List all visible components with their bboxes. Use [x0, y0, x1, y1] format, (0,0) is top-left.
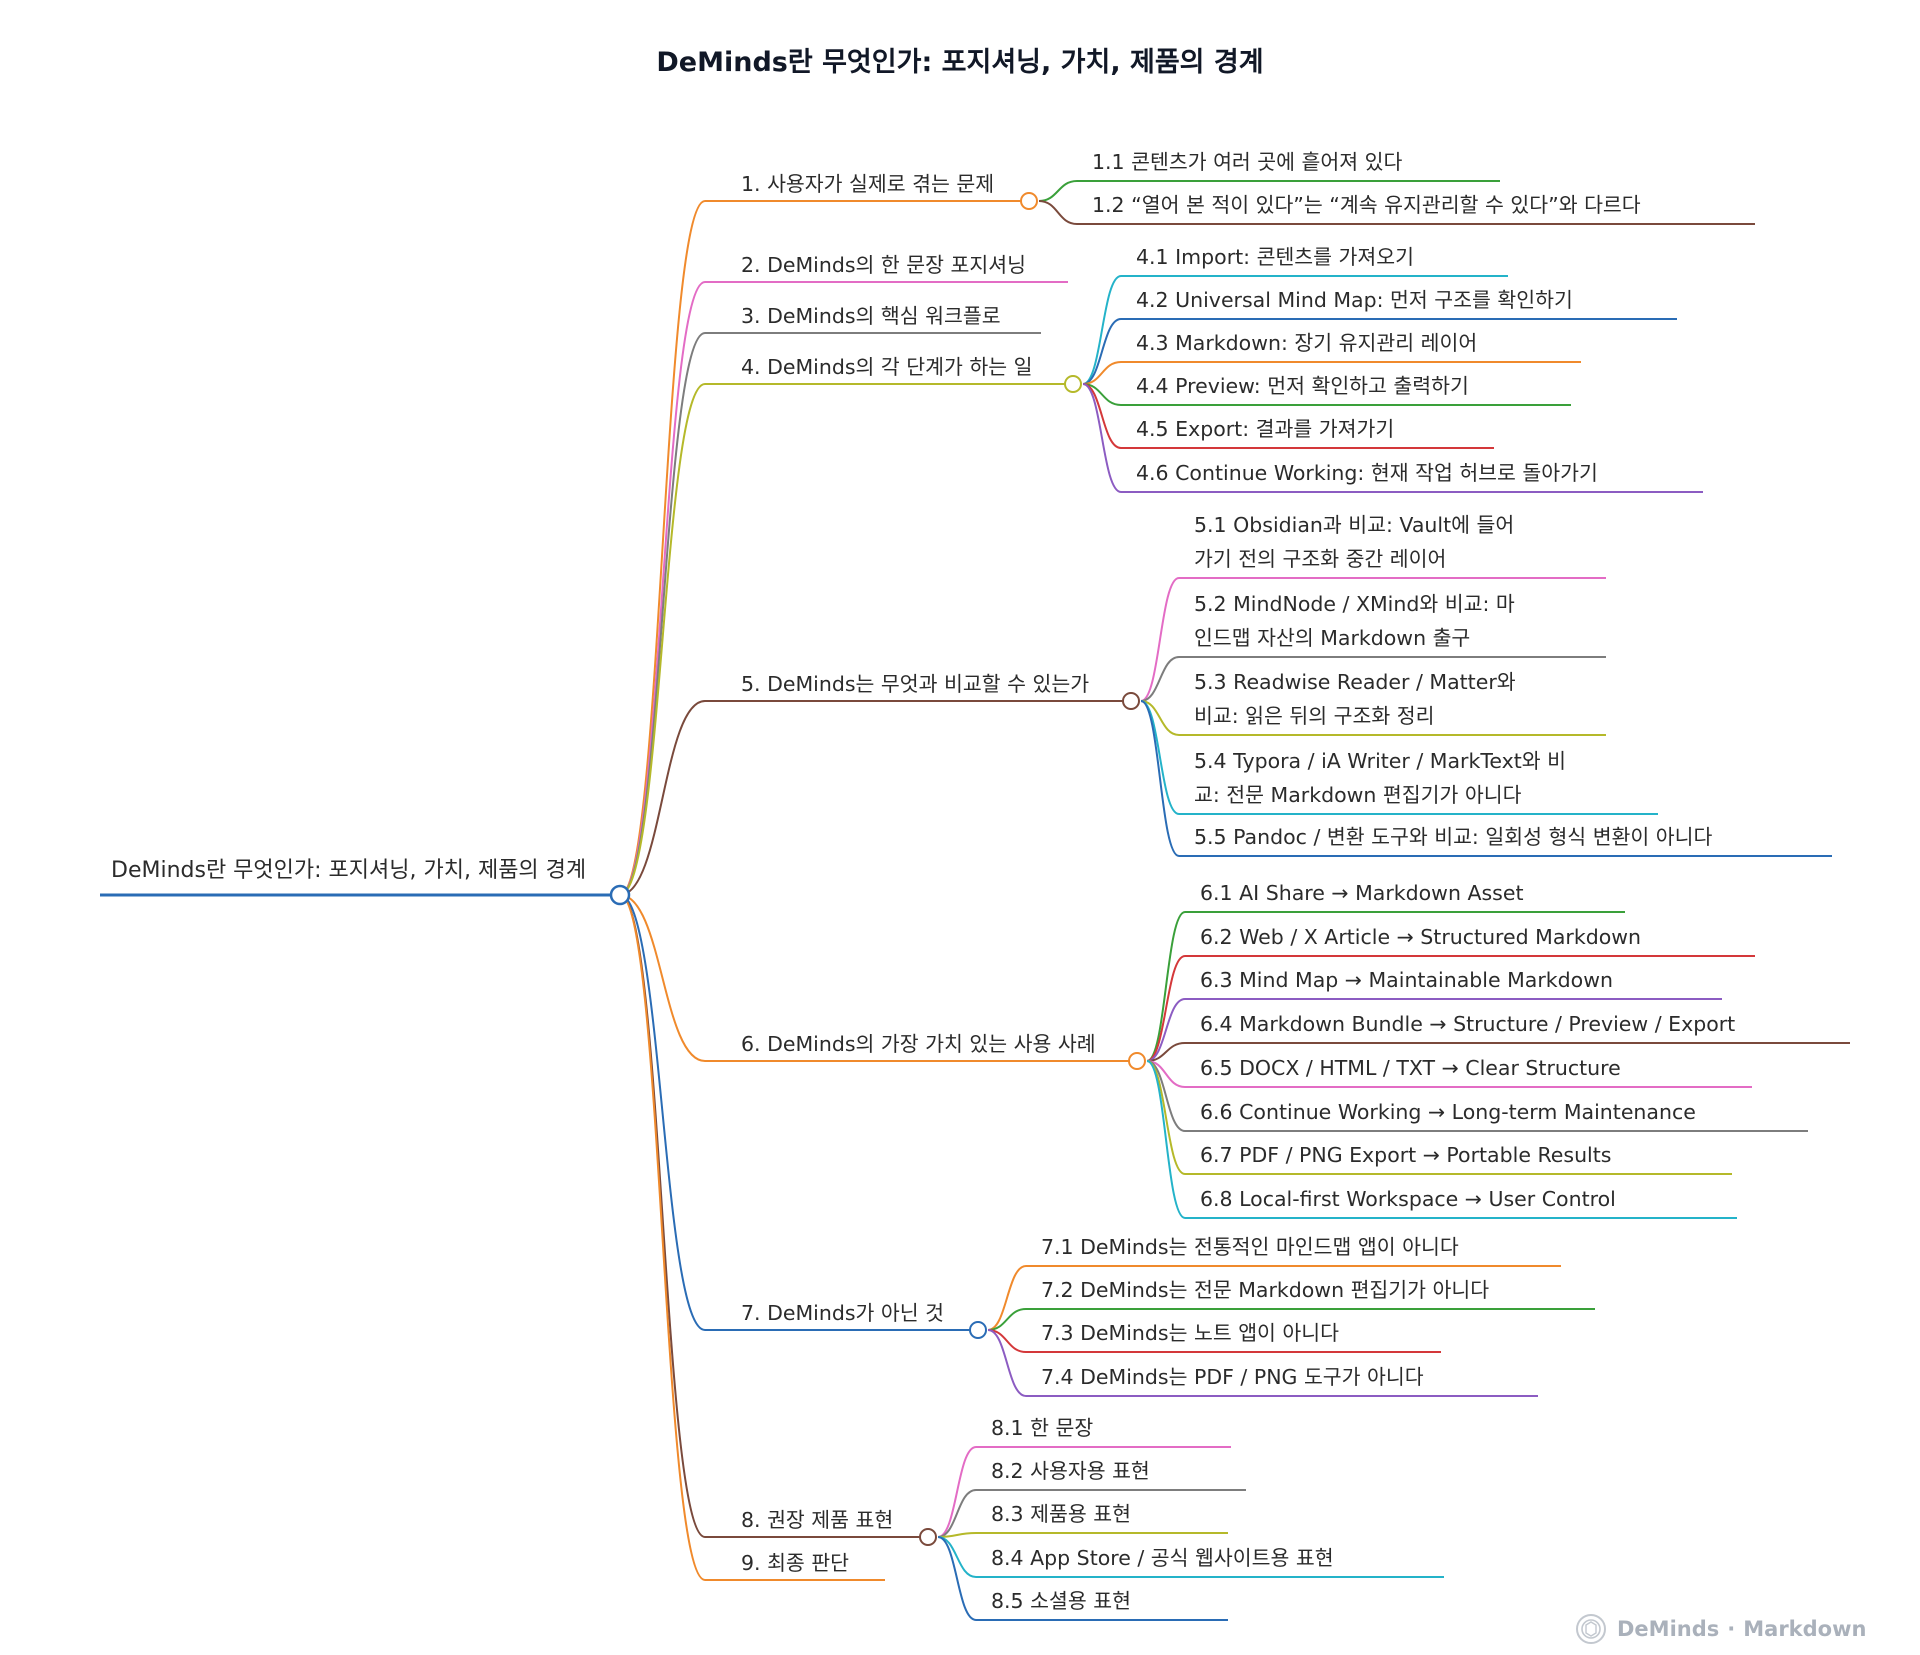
branch-topic: 2. DeMinds의 한 문장 포지셔닝 [741, 253, 1026, 277]
watermark-separator: · [1727, 1617, 1736, 1641]
subtopic-connector [1038, 200, 1078, 225]
subtopic-connector [1146, 1060, 1186, 1175]
subtopic-label: 8.3 제품용 표현 [991, 1502, 1131, 1526]
subtopic-label: 5.1 Obsidian과 비교: Vault에 들어 [1194, 513, 1514, 537]
subtopic-label: 7.3 DeMinds는 노트 앱이 아니다 [1041, 1321, 1339, 1345]
subtopic-connector [1082, 318, 1122, 385]
subtopic-connector [1146, 1060, 1186, 1219]
root-topic: DeMinds란 무엇인가: 포지셔닝, 가치, 제품의 경계 [111, 858, 586, 883]
subtopic-label: 7.1 DeMinds는 전통적인 마인드맵 앱이 아니다 [1041, 1235, 1459, 1259]
subtopic-label: 5.4 Typora / iA Writer / MarkText와 비 [1194, 749, 1566, 773]
subtopic-label: 1.2 “열어 본 적이 있다”는 “계속 유지관리할 수 있다”와 다르다 [1092, 193, 1641, 217]
branch-topic: 8. 권장 제품 표현 [741, 1508, 893, 1532]
watermark: DeMinds · Markdown [1575, 1612, 1866, 1646]
subtopic-label: 7.4 DeMinds는 PDF / PNG 도구가 아니다 [1041, 1365, 1424, 1389]
branch-topic: 4. DeMinds의 각 단계가 하는 일 [741, 355, 1033, 379]
subtopic-connector [1140, 700, 1180, 857]
subtopic-connector [937, 1446, 977, 1538]
branch-node-dot [969, 1321, 987, 1339]
subtopic-label: 6.8 Local-first Workspace → User Control [1200, 1187, 1616, 1211]
subtopic-label: 4.1 Import: 콘텐츠를 가져오기 [1136, 245, 1414, 269]
branch-connector [619, 332, 706, 896]
subtopic-connector [937, 1489, 977, 1538]
subtopic-label: 6.7 PDF / PNG Export → Portable Results [1200, 1143, 1611, 1167]
root-node-dot [609, 884, 631, 906]
subtopic-connector [1082, 361, 1122, 385]
branch-topic: 7. DeMinds가 아닌 것 [741, 1301, 944, 1325]
branch-connector [619, 281, 706, 896]
subtopic-connector [1082, 383, 1122, 493]
subtopic-label: 7.2 DeMinds는 전문 Markdown 편집기가 아니다 [1041, 1278, 1489, 1302]
subtopic-label: 인드맵 자산의 Markdown 출구 [1194, 626, 1470, 650]
watermark-product: Markdown [1743, 1617, 1867, 1641]
subtopic-label: 8.5 소셜용 표현 [991, 1589, 1131, 1613]
subtopic-label: 5.5 Pandoc / 변환 도구와 비교: 일회성 형식 변환이 아니다 [1194, 825, 1713, 849]
page-title: DeMinds란 무엇인가: 포지셔닝, 가치, 제품의 경계 [656, 47, 1264, 78]
subtopic-connector [1146, 998, 1186, 1062]
subtopic-connector [1038, 180, 1078, 202]
subtopic-label: 6.1 AI Share → Markdown Asset [1200, 881, 1524, 905]
subtopic-label: 8.2 사용자용 표현 [991, 1459, 1150, 1483]
branch-node-dot [919, 1528, 937, 1546]
branch-connector [619, 700, 706, 896]
subtopic-label: 가기 전의 구조화 중간 레이어 [1194, 547, 1446, 571]
subtopic-label: 6.2 Web / X Article → Structured Markdow… [1200, 925, 1641, 949]
branch-connector [619, 894, 706, 1062]
subtopic-connector [937, 1536, 977, 1578]
branch-topic: 3. DeMinds의 핵심 워크플로 [741, 304, 1001, 328]
subtopic-connector [1140, 700, 1180, 736]
branch-topic: 6. DeMinds의 가장 가치 있는 사용 사례 [741, 1032, 1096, 1056]
subtopic-label: 4.5 Export: 결과를 가져가기 [1136, 417, 1394, 441]
subtopic-connector [1140, 656, 1180, 702]
subtopic-label: 4.2 Universal Mind Map: 먼저 구조를 확인하기 [1136, 288, 1573, 312]
subtopic-label: 4.4 Preview: 먼저 확인하고 출력하기 [1136, 374, 1469, 398]
branch-topic: 9. 최종 판단 [741, 1551, 849, 1575]
subtopic-connector [1146, 911, 1186, 1062]
watermark-brand: DeMinds [1617, 1617, 1720, 1641]
subtopic-connector [1140, 577, 1180, 702]
subtopic-connector [987, 1329, 1027, 1397]
subtopic-connector [1146, 955, 1186, 1062]
subtopic-label: 6.3 Mind Map → Maintainable Markdown [1200, 968, 1613, 992]
subtopic-label: 교: 전문 Markdown 편집기가 아니다 [1194, 783, 1522, 807]
subtopic-connector [1082, 275, 1122, 385]
branch-connector [619, 894, 706, 1538]
subtopic-label: 6.6 Continue Working → Long-term Mainten… [1200, 1100, 1696, 1124]
branch-node-dot [1020, 192, 1038, 210]
subtopic-connector [937, 1536, 977, 1621]
branch-topic: 5. DeMinds는 무엇과 비교할 수 있는가 [741, 672, 1089, 696]
subtopic-label: 1.1 콘텐츠가 여러 곳에 흩어져 있다 [1092, 150, 1403, 174]
subtopic-label: 비교: 읽은 뒤의 구조화 정리 [1194, 704, 1434, 728]
subtopic-connector [987, 1265, 1027, 1331]
subtopic-label: 5.3 Readwise Reader / Matter와 [1194, 670, 1516, 694]
branch-connector [619, 383, 706, 896]
branch-node-dot [1128, 1052, 1146, 1070]
subtopic-label: 8.4 App Store / 공식 웹사이트용 표현 [991, 1546, 1334, 1570]
subtopic-label: 8.1 한 문장 [991, 1416, 1093, 1440]
branch-connector [619, 894, 706, 1331]
branch-connector [619, 894, 706, 1581]
subtopic-label: 6.4 Markdown Bundle → Structure / Previe… [1200, 1012, 1735, 1036]
branch-topic: 1. 사용자가 실제로 겪는 문제 [741, 172, 994, 196]
subtopic-label: 4.6 Continue Working: 현재 작업 허브로 돌아가기 [1136, 461, 1598, 485]
subtopic-label: 5.2 MindNode / XMind와 비교: 마 [1194, 592, 1515, 616]
subtopic-label: 4.3 Markdown: 장기 유지관리 레이어 [1136, 331, 1477, 355]
branch-node-dot [1064, 375, 1082, 393]
subtopic-label: 6.5 DOCX / HTML / TXT → Clear Structure [1200, 1056, 1621, 1080]
brand-logo-icon [1576, 1614, 1606, 1644]
branch-node-dot [1122, 692, 1140, 710]
